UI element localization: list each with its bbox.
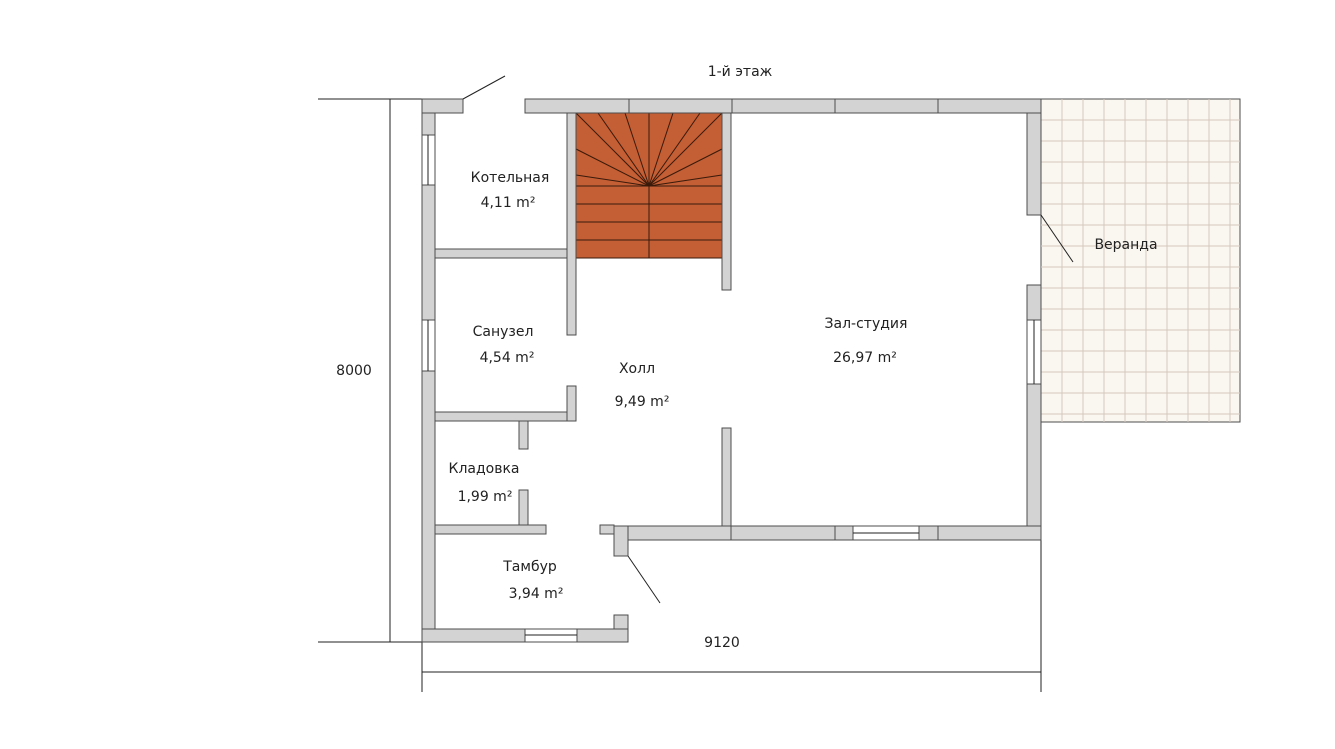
height-dimension-label: 8000 bbox=[336, 363, 372, 379]
tambur-door-leaf bbox=[627, 555, 661, 604]
veranda-door-leaf bbox=[1040, 214, 1074, 263]
left-wall bbox=[421, 112, 436, 136]
entry-door-leaf bbox=[462, 75, 506, 100]
doors bbox=[462, 75, 1074, 604]
south-wall bbox=[937, 525, 1042, 541]
top-wall bbox=[937, 98, 1042, 114]
left-wall bbox=[421, 184, 436, 321]
interior-walls bbox=[434, 112, 732, 535]
stair-winder bbox=[648, 174, 723, 187]
sanuzel-east-wall bbox=[566, 385, 577, 422]
stair-winder bbox=[648, 148, 723, 187]
bottom-wall bbox=[421, 628, 526, 643]
room-area: 4,11 m² bbox=[481, 195, 536, 211]
top-wall bbox=[628, 98, 733, 114]
room-area: 1,99 m² bbox=[458, 489, 513, 505]
windows bbox=[421, 134, 1042, 643]
right-wall bbox=[1026, 284, 1042, 321]
stair-winder bbox=[575, 112, 650, 187]
kladovka-south-wall bbox=[434, 524, 547, 535]
room-area: 4,54 m² bbox=[480, 350, 535, 366]
stair-east-wall bbox=[721, 112, 732, 291]
bottom-wall bbox=[576, 628, 629, 643]
south-wall bbox=[918, 525, 939, 541]
room-name: Санузел bbox=[473, 324, 534, 340]
zal-partition bbox=[721, 427, 732, 527]
tambur-partition-stub bbox=[599, 524, 615, 535]
tambur-east-wall bbox=[613, 525, 629, 557]
stair-winder bbox=[648, 112, 674, 187]
exterior-walls bbox=[421, 98, 1042, 643]
left-wall bbox=[421, 370, 436, 630]
stair-winder bbox=[648, 112, 723, 187]
tambur-east-stub bbox=[613, 614, 629, 630]
stair-winder bbox=[597, 112, 650, 187]
room-name: Тамбур bbox=[502, 559, 557, 575]
veranda-tile-grid bbox=[1041, 99, 1240, 422]
right-wall bbox=[1026, 383, 1042, 527]
kladovka-stub bbox=[518, 489, 529, 526]
top-wall bbox=[731, 98, 836, 114]
veranda-floor bbox=[1040, 98, 1241, 423]
room-name: Кладовка bbox=[449, 461, 520, 477]
room-name: Холл bbox=[619, 361, 655, 377]
staircase bbox=[575, 112, 723, 259]
room-area: 3,94 m² bbox=[509, 586, 564, 602]
kladovka-stub bbox=[518, 420, 529, 450]
south-wall bbox=[627, 525, 732, 541]
room-name: Зал-студия bbox=[825, 316, 908, 332]
room-labels: Котельная 4,11 m² Санузел 4,54 m² Холл 9… bbox=[449, 170, 1158, 602]
top-wall-left bbox=[421, 98, 464, 114]
south-wall bbox=[834, 525, 854, 541]
plan-title: 1-й этаж bbox=[708, 64, 773, 80]
room-name: Котельная bbox=[471, 170, 550, 186]
dimension-lines bbox=[318, 98, 1042, 692]
stair-winder bbox=[648, 112, 701, 187]
veranda bbox=[1040, 98, 1241, 423]
south-wall bbox=[730, 525, 836, 541]
stair-winder bbox=[575, 174, 650, 187]
width-dimension-label: 9120 bbox=[704, 635, 740, 651]
kotelnaya-south-wall bbox=[434, 248, 568, 259]
right-wall bbox=[1026, 112, 1042, 216]
room-area: 26,97 m² bbox=[833, 350, 897, 366]
stair-west-wall bbox=[566, 112, 577, 336]
top-wall bbox=[834, 98, 939, 114]
room-name: Веранда bbox=[1094, 237, 1157, 253]
stair-winder bbox=[575, 148, 650, 187]
top-wall bbox=[524, 98, 630, 114]
sanuzel-south-wall bbox=[434, 411, 568, 422]
stair-winder bbox=[624, 112, 650, 187]
room-area: 9,49 m² bbox=[615, 394, 670, 410]
